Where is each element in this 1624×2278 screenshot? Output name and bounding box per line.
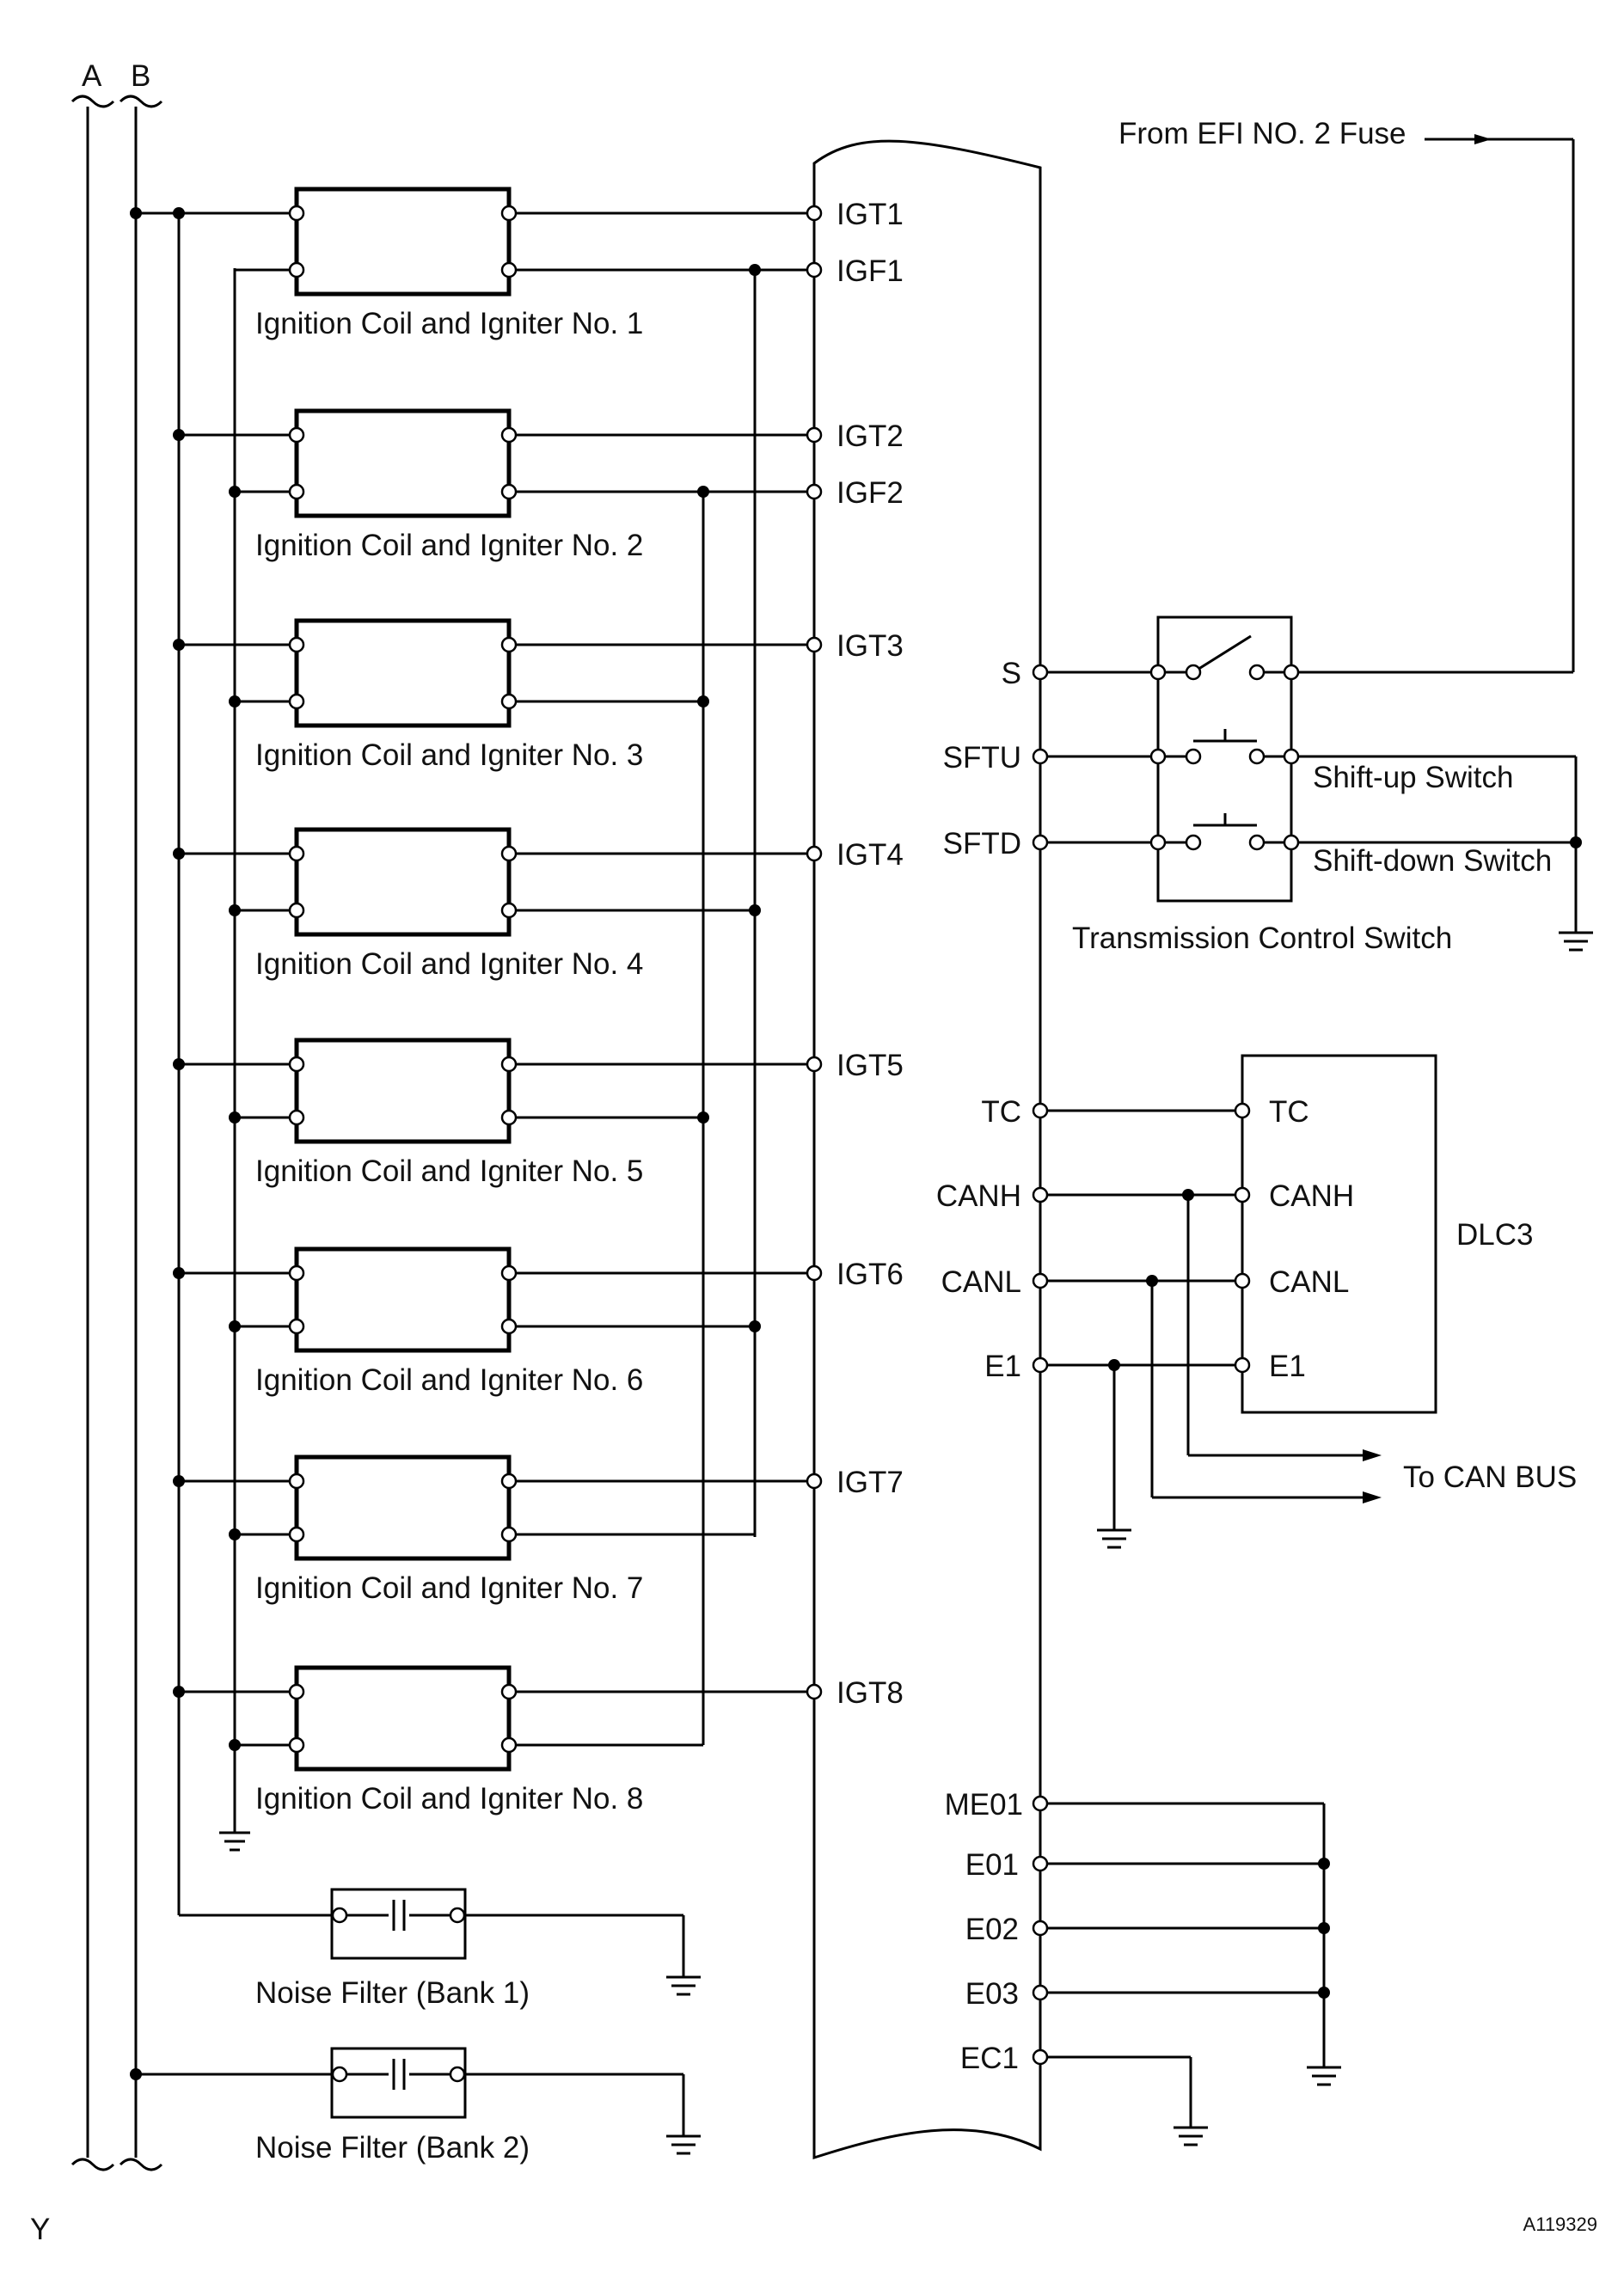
bus-label-b: B xyxy=(131,59,150,93)
ecm-pin-tc: TC xyxy=(981,1095,1021,1129)
transmission-switch-title: Transmission Control Switch xyxy=(1072,922,1452,955)
ground-symbol xyxy=(666,1975,701,1996)
ecm-outline xyxy=(812,139,1042,2160)
ground-symbol xyxy=(1307,2066,1341,2086)
ignition-coil-6: Ignition Coil and Igniter No. 6 IGT6 xyxy=(173,1246,904,1397)
ecm-pin-ec1: EC1 xyxy=(960,2042,1019,2075)
shift-up-switch-label: Shift-up Switch xyxy=(1313,761,1513,794)
ecm-pin-igt: IGT2 xyxy=(837,419,904,453)
figure-letter: Y xyxy=(30,2213,50,2246)
transmission-control-switch: From EFI NO. 2 Fuse S SFTU Shift-up Swit… xyxy=(943,117,1593,955)
ecm-pin-igt: IGT7 xyxy=(837,1466,904,1499)
ecm-pin-igt: IGT4 xyxy=(837,838,904,872)
noise-filter-bank-2: Noise Filter (Bank 2) xyxy=(130,2047,701,2165)
coil-label: Ignition Coil and Igniter No. 7 xyxy=(255,1571,643,1605)
coil-label: Ignition Coil and Igniter No. 6 xyxy=(255,1363,643,1397)
ignition-coil-7: Ignition Coil and Igniter No. 7 IGT7 xyxy=(173,1454,904,1605)
dlc3-title: DLC3 xyxy=(1456,1218,1533,1252)
fuse-label: From EFI NO. 2 Fuse xyxy=(1118,117,1406,150)
noise-filter-1-label: Noise Filter (Bank 1) xyxy=(255,1976,530,2010)
dlc3-pin-e1: E1 xyxy=(1269,1350,1306,1383)
ecm-pin-igf: IGF2 xyxy=(837,476,904,510)
ignition-coils: Ignition Coil and Igniter No. 1IGT1IGF1I… xyxy=(173,187,904,1816)
ecm-pin-sftd: SFTD xyxy=(943,827,1021,860)
coil-label: Ignition Coil and Igniter No. 3 xyxy=(255,738,643,772)
coil-label: Ignition Coil and Igniter No. 4 xyxy=(255,947,643,981)
ground-symbol xyxy=(1097,1528,1131,1549)
ground-symbol xyxy=(666,2134,701,2155)
ecm-pin-me01: ME01 xyxy=(945,1788,1023,1822)
ignition-coil-5: Ignition Coil and Igniter No. 5 IGT5 xyxy=(173,1038,904,1188)
coil-label: Ignition Coil and Igniter No. 2 xyxy=(255,529,643,562)
ecm-pin-igt: IGT3 xyxy=(837,629,904,663)
ground-symbol xyxy=(1174,2126,1208,2146)
ground-symbol xyxy=(1559,931,1593,952)
dlc3-connector: DLC3 TC CANH CANL E1 TC CANH CANL E1 To … xyxy=(936,1054,1577,1549)
noise-filter-2-label: Noise Filter (Bank 2) xyxy=(255,2131,530,2165)
ecm-pin-s: S xyxy=(1002,657,1021,690)
ecm-pin-igt: IGT5 xyxy=(837,1049,904,1082)
ground-symbol xyxy=(219,1816,250,1852)
ignition-coil-3: Ignition Coil and Igniter No. 3 IGT3 xyxy=(173,618,904,772)
dlc3-pin-tc: TC xyxy=(1269,1095,1309,1129)
ecm-pin-igt: IGT1 xyxy=(837,198,904,231)
ecm-pin-e1: E1 xyxy=(984,1350,1021,1383)
shift-down-switch-label: Shift-down Switch xyxy=(1313,844,1552,878)
figure-code: A119329 xyxy=(1523,2214,1597,2235)
ecm-pin-canl: CANL xyxy=(941,1265,1021,1299)
noise-filter-bank-1: Noise Filter (Bank 1) xyxy=(179,1888,701,2010)
ecm-pin-e02: E02 xyxy=(965,1913,1019,1946)
coil-label: Ignition Coil and Igniter No. 8 xyxy=(255,1782,643,1816)
ecm-ground-pins: ME01 E01 E02 E03 EC1 xyxy=(945,1788,1341,2146)
dlc3-pin-canh: CANH xyxy=(1269,1179,1354,1213)
ecm-pin-canh: CANH xyxy=(936,1179,1021,1213)
ecm-pin-igf: IGF1 xyxy=(837,254,904,288)
ecm-pin-e03: E03 xyxy=(965,1977,1019,2011)
bus-label-a: A xyxy=(82,59,102,93)
dlc3-pin-canl: CANL xyxy=(1269,1265,1349,1299)
ecm-pin-igt: IGT6 xyxy=(837,1258,904,1291)
ignition-coil-8: Ignition Coil and Igniter No. 8 IGT8 xyxy=(173,1665,904,1816)
ecm-pin-igt: IGT8 xyxy=(837,1676,904,1710)
can-bus-label: To CAN BUS xyxy=(1403,1460,1577,1494)
power-bus: A B xyxy=(70,59,236,2171)
ignition-coil-4: Ignition Coil and Igniter No. 4 IGT4 xyxy=(173,827,904,981)
ecm-pin-e01: E01 xyxy=(965,1848,1019,1882)
coil-label: Ignition Coil and Igniter No. 1 xyxy=(255,307,643,340)
coil-label: Ignition Coil and Igniter No. 5 xyxy=(255,1154,643,1188)
ecm-pin-sftu: SFTU xyxy=(943,741,1021,775)
